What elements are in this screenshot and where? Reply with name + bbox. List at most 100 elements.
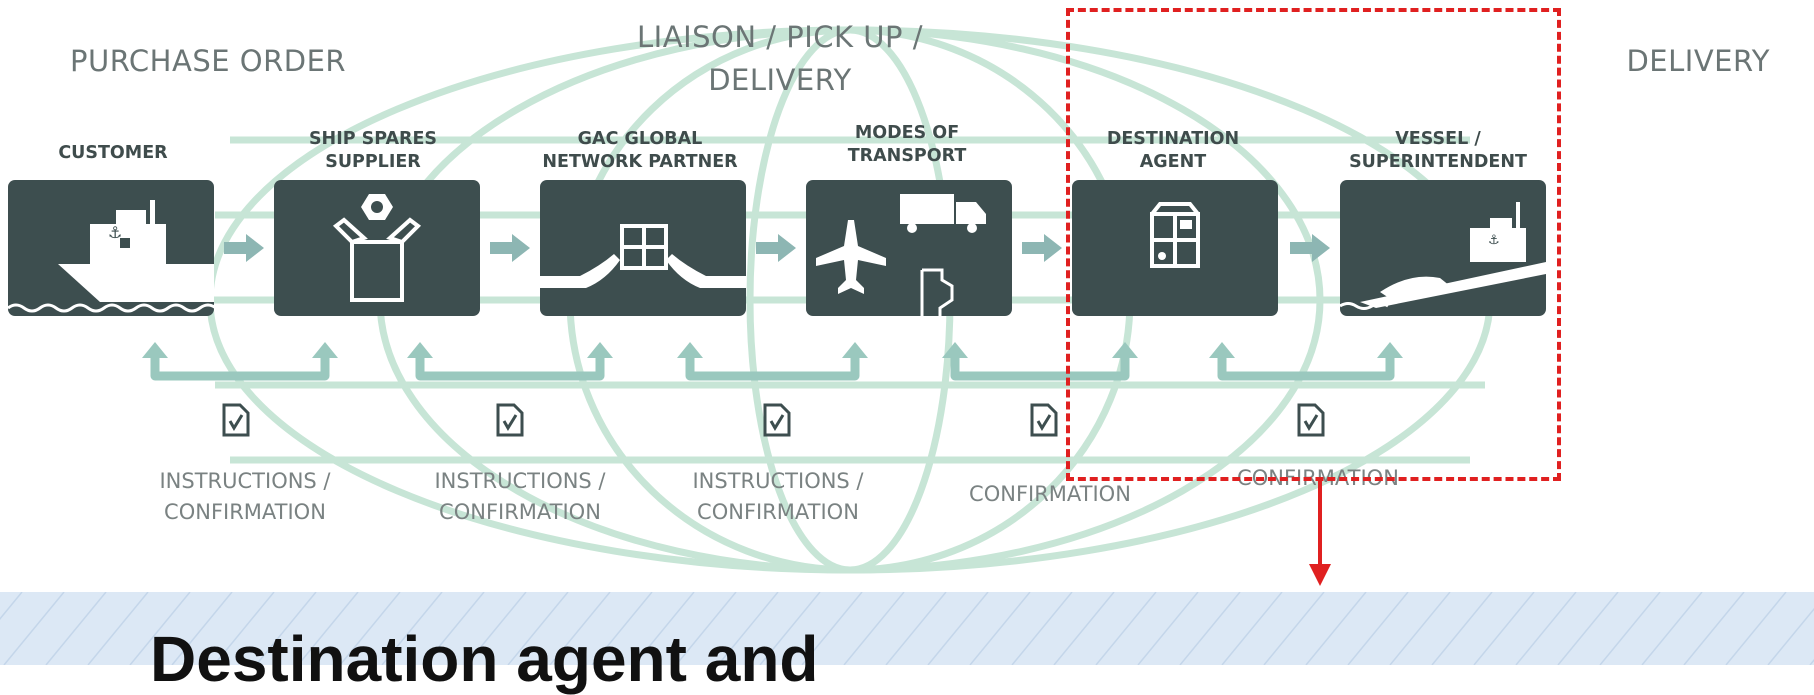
document-label: CONFIRMATION xyxy=(920,479,1180,510)
return-arrow-3 xyxy=(685,354,860,381)
box-vessel-superintendent: ⚓ xyxy=(1340,180,1546,316)
highlight-frame xyxy=(1066,8,1561,481)
box-modes-of-transport xyxy=(806,180,1012,316)
bottom-caption: Destination agent and xyxy=(150,623,819,695)
arrow-right-icon xyxy=(756,234,796,262)
hatch-line xyxy=(1179,592,1241,665)
actor-label-customer: CUSTOMER xyxy=(0,142,238,165)
document-line: INSTRUCTIONS / xyxy=(692,469,864,493)
hatch-line xyxy=(3,592,65,665)
hatch-line xyxy=(549,592,611,665)
hatch-line xyxy=(1011,592,1073,665)
hatch-line xyxy=(1431,592,1493,665)
document-line: INSTRUCTIONS / xyxy=(434,469,606,493)
hatch-line xyxy=(927,592,989,665)
hatch-line xyxy=(1095,592,1157,665)
hatch-line xyxy=(1263,592,1325,665)
hatch-line xyxy=(45,592,107,665)
actor-label-vessel-superintendent: VESSEL / SUPERINTENDENT xyxy=(1313,128,1563,174)
checked-document-icon xyxy=(1030,403,1058,437)
hatch-line xyxy=(759,592,821,665)
hatch-line xyxy=(1137,592,1199,665)
actor-line: GAC GLOBAL xyxy=(577,129,703,149)
hatch-line xyxy=(507,592,569,665)
checked-document-icon xyxy=(222,403,250,437)
arrow-right-icon xyxy=(224,234,264,262)
hatch-line xyxy=(1641,592,1703,665)
hatch-line xyxy=(675,592,737,665)
actor-line: SHIP SPARES xyxy=(308,129,438,149)
document-line: CONFIRMATION xyxy=(164,500,326,524)
hatch-line xyxy=(297,592,359,665)
hatch-line xyxy=(129,592,191,665)
labelled-package-icon xyxy=(1150,202,1200,268)
hatch-line xyxy=(801,592,863,665)
phase-liaison-pickup-delivery-line2: DELIVERY xyxy=(708,63,852,97)
pointer-arrow-icon xyxy=(1309,480,1331,586)
box-gac-global-network-partner xyxy=(540,180,746,316)
bottom-band xyxy=(0,592,1814,665)
hatch-line xyxy=(1053,592,1115,665)
hatch-line xyxy=(255,592,317,665)
checked-document-icon xyxy=(1297,403,1325,437)
document-line: INSTRUCTIONS / xyxy=(159,469,331,493)
document-label: INSTRUCTIONS / CONFIRMATION xyxy=(115,466,375,528)
hatch-line xyxy=(465,592,527,665)
svg-text:⚓: ⚓ xyxy=(1488,233,1500,248)
handover-package-icon xyxy=(540,224,746,288)
arrow-right-icon xyxy=(1290,234,1330,262)
hatch-line xyxy=(633,592,695,665)
return-arrow-5 xyxy=(1217,354,1395,381)
actor-line: TRANSPORT xyxy=(847,146,967,166)
hatch-line xyxy=(1683,592,1745,665)
checked-document-icon xyxy=(763,403,791,437)
hatch-line xyxy=(423,592,485,665)
actor-line: NETWORK PARTNER xyxy=(542,152,738,172)
checked-document-icon xyxy=(496,403,524,437)
hatch-line xyxy=(1515,592,1577,665)
actor-line: AGENT xyxy=(1139,152,1207,172)
hatch-line xyxy=(1473,592,1535,665)
hatch-line xyxy=(717,592,779,665)
hatch-line xyxy=(885,592,947,665)
box-customer: ⚓ xyxy=(8,180,214,316)
hatch-line xyxy=(1305,592,1367,665)
hatch-line xyxy=(0,592,23,620)
hatch-line xyxy=(1599,592,1661,665)
actor-line: SUPERINTENDENT xyxy=(1349,152,1527,172)
hatch-line xyxy=(171,592,233,665)
return-arrow-1 xyxy=(150,354,330,381)
document-line: CONFIRMATION xyxy=(969,482,1131,506)
hatch-line xyxy=(1347,592,1409,665)
vessel-icon: ⚓ xyxy=(1340,202,1546,310)
hatch-pattern xyxy=(0,592,1814,665)
hatch-line xyxy=(339,592,401,665)
hatch-line xyxy=(1809,658,1814,665)
transport-icon xyxy=(816,194,986,316)
hatch-line xyxy=(969,592,1031,665)
document-line: CONFIRMATION xyxy=(697,500,859,524)
actor-label-modes-of-transport: MODES OF TRANSPORT xyxy=(782,122,1032,168)
phase-liaison-pickup-delivery-line1: LIAISON / PICK UP / xyxy=(637,20,923,54)
hatch-line xyxy=(1767,607,1814,665)
document-label: INSTRUCTIONS / CONFIRMATION xyxy=(390,466,650,528)
actor-label-gac-global-network-partner: GAC GLOBAL NETWORK PARTNER xyxy=(515,128,765,174)
box-ship-spares-supplier xyxy=(274,180,480,316)
hatch-line xyxy=(1557,592,1619,665)
arrow-right-icon xyxy=(1022,234,1062,262)
logistics-flow-diagram: PURCHASE ORDER LIAISON / PICK UP / DELIV… xyxy=(0,8,1814,694)
hatch-line xyxy=(87,592,149,665)
actor-line: CUSTOMER xyxy=(58,143,168,163)
hatch-line xyxy=(591,592,653,665)
document-line: CONFIRMATION xyxy=(439,500,601,524)
actor-line: MODES OF xyxy=(854,123,960,143)
hatch-line xyxy=(1389,592,1451,665)
spare-parts-box-icon xyxy=(332,194,422,302)
phase-delivery-label: DELIVERY xyxy=(1626,44,1770,78)
hatch-line xyxy=(1221,592,1283,665)
actor-line: VESSEL / xyxy=(1395,129,1481,149)
hatch-line xyxy=(213,592,275,665)
return-arrows xyxy=(142,342,1403,381)
ship-icon: ⚓ xyxy=(8,200,214,313)
